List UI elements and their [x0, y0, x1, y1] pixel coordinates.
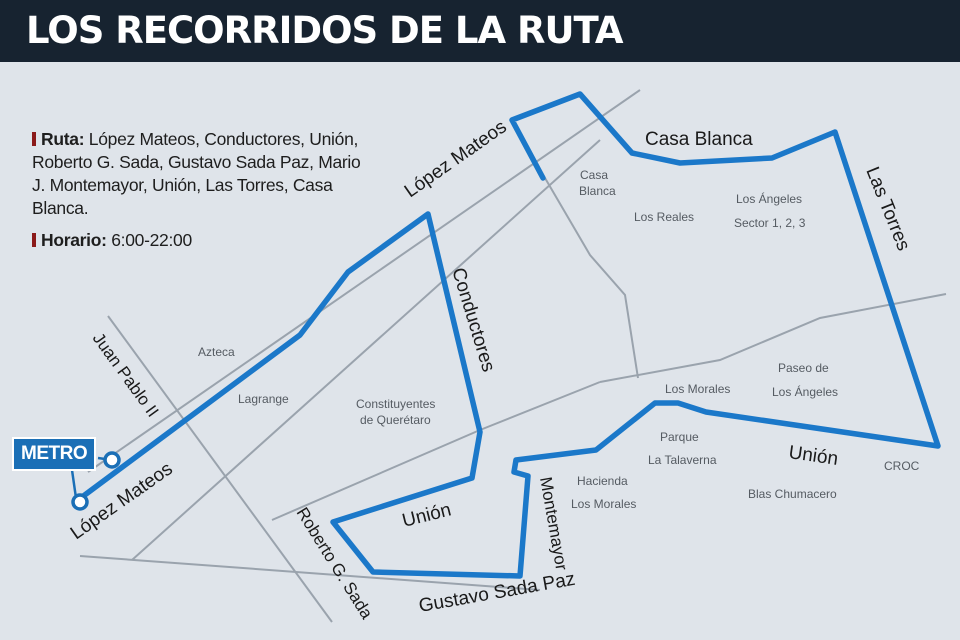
- street-label-union-left: Unión: [400, 499, 453, 531]
- route-map: López Mateos López Mateos Conductores Ca…: [67, 89, 947, 623]
- route-label: Ruta:: [41, 129, 85, 149]
- hood-label-los-morales: Los Morales: [665, 382, 730, 396]
- hood-label-casa-blanca-2: Blanca: [579, 184, 616, 198]
- bullet-marker: [32, 233, 36, 247]
- hood-label-constituyentes-2: de Querétaro: [360, 413, 431, 427]
- street-line-diagonal-2: [131, 139, 601, 561]
- street-line-diagonal-4: [479, 381, 601, 431]
- hood-label-paseo-2: Los Ángeles: [772, 384, 838, 399]
- metro-badge-connector: [97, 456, 106, 461]
- hood-label-blas: Blas Chumacero: [748, 487, 837, 501]
- hood-label-parque-1: Parque: [660, 430, 699, 444]
- hood-label-parque-2: La Talaverna: [648, 453, 717, 467]
- route-line: [75, 91, 941, 579]
- route-info: Ruta: López Mateos, Conductores, Unión, …: [32, 128, 362, 261]
- metro-station-icon: [103, 451, 121, 469]
- hood-label-los-angeles-1: Los Ángeles: [736, 191, 802, 206]
- street-label-lopez-mateos-top: López Mateos: [401, 116, 511, 202]
- metro-connector: [70, 469, 78, 499]
- hood-label-los-reales: Los Reales: [634, 210, 694, 224]
- street-label-montemayor: Montemayor: [536, 475, 571, 572]
- street-line-bottom: [79, 555, 541, 591]
- hood-label-los-angeles-2: Sector 1, 2, 3: [734, 216, 806, 230]
- schedule-text: 6:00-22:00: [111, 230, 192, 250]
- street-line-casa-blanca-road: [544, 177, 639, 379]
- metro-stop-icon: [71, 493, 89, 511]
- street-line-juan-pablo: [107, 315, 333, 623]
- hood-label-lagrange: Lagrange: [238, 392, 289, 406]
- hood-label-paseo-1: Paseo de: [778, 361, 829, 375]
- hood-label-hacienda-1: Hacienda: [577, 474, 628, 488]
- metro-badge: METRO: [12, 437, 97, 471]
- title-bar: LOS RECORRIDOS DE LA RUTA: [0, 0, 960, 62]
- hood-label-casa-blanca-1: Casa: [580, 168, 608, 182]
- page-title: LOS RECORRIDOS DE LA RUTA: [26, 9, 624, 52]
- hood-label-azteca: Azteca: [198, 345, 235, 359]
- street-line-paseo: [599, 293, 947, 383]
- schedule-paragraph: Horario: 6:00-22:00: [32, 229, 362, 252]
- hood-label-constituyentes-1: Constituyentes: [356, 397, 435, 411]
- hood-label-croc: CROC: [884, 459, 920, 473]
- metro-markers: [70, 451, 121, 511]
- street-line-lopez-mateos-side: [87, 89, 641, 473]
- route-paragraph: Ruta: López Mateos, Conductores, Unión, …: [32, 128, 362, 220]
- route-text: López Mateos, Conductores, Unión, Robert…: [32, 129, 361, 218]
- route-polyline: [75, 91, 941, 579]
- street-lines: [79, 89, 947, 623]
- street-label-casa-blanca: Casa Blanca: [645, 129, 753, 150]
- street-label-union-right: Unión: [787, 442, 839, 470]
- street-line-diagonal-3: [271, 429, 481, 521]
- schedule-label: Horario:: [41, 230, 107, 250]
- hood-label-hacienda-2: Los Morales: [571, 497, 636, 511]
- bullet-marker: [32, 132, 36, 146]
